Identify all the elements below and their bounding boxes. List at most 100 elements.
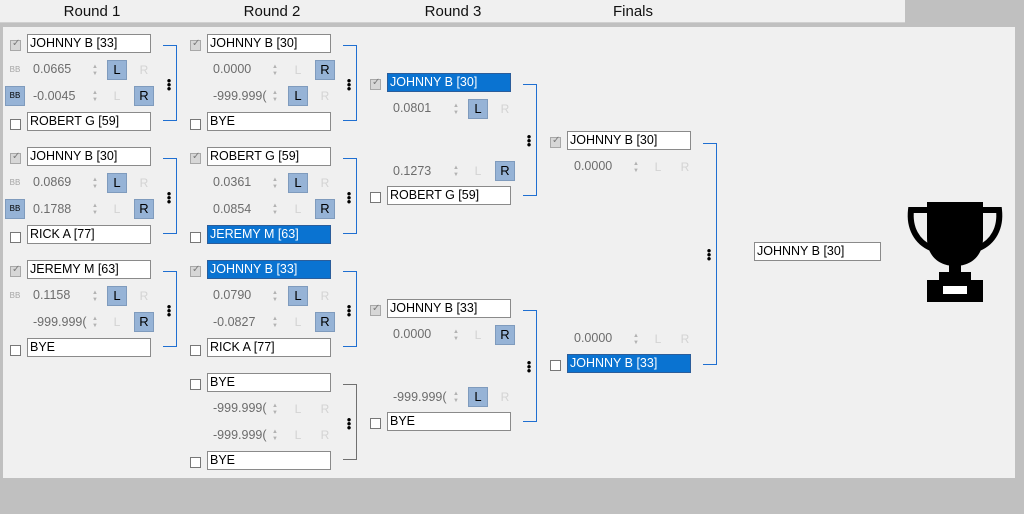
spin-arrows-icon[interactable]: ▲▼ [633,333,639,346]
r3-m1-top-checkbox[interactable] [370,77,381,90]
r1-m3-top-checkbox[interactable] [10,264,21,277]
r3-m2-top-checkbox[interactable] [370,303,381,316]
r2-m3-score-bottom[interactable]: -0.0827 [213,315,256,329]
finals-score-bottom[interactable]: 0.0000 [574,331,613,345]
r2-m3-bottom-player[interactable]: RICK A [77] [207,338,331,357]
r2-m4-score-top[interactable]: -999.999( [213,401,267,415]
finals-score-top[interactable]: 0.0000 [574,159,613,173]
r3-m1-bottom-player[interactable]: ROBERT G [59] [387,186,511,205]
r3-m2-right-button[interactable]: R [495,325,515,345]
r1-m2-score-bottom[interactable]: 0.1788 [33,202,72,216]
r2-m3-top-player[interactable]: JOHNNY B [33] [207,260,331,279]
r2-m3-right-button[interactable]: R [315,312,335,332]
r2-m4-bottom-checkbox[interactable] [190,457,201,468]
spin-arrows-icon[interactable]: ▲▼ [272,64,278,77]
r2-m3-top-checkbox[interactable] [190,264,201,277]
spin-arrows-icon[interactable]: ▲▼ [272,429,278,442]
r1-m1-score-bottom[interactable]: -0.0045 [33,89,76,103]
r2-m4-top-player[interactable]: BYE [207,373,331,392]
r1-m1-top-checkbox[interactable] [10,38,21,51]
r1-m1-bottom-checkbox[interactable] [10,119,21,130]
more-vertical-icon[interactable]: ••• [526,129,532,152]
r2-m1-bottom-player[interactable]: BYE [207,112,331,131]
r3-m1-score-bottom[interactable]: 0.1273 [393,164,432,178]
r3-m1-score-top[interactable]: 0.0801 [393,101,432,115]
spin-arrows-icon[interactable]: ▲▼ [272,203,278,216]
r1-m1-bottom-player[interactable]: ROBERT G [59] [27,112,151,131]
r2-m2-score-bottom[interactable]: 0.0854 [213,202,252,216]
r2-m4-bottom-player[interactable]: BYE [207,451,331,470]
r3-m1-top-player[interactable]: JOHNNY B [30] [387,73,511,92]
r2-m3-bottom-checkbox[interactable] [190,345,201,356]
r2-m1-bottom-checkbox[interactable] [190,119,201,130]
spin-arrows-icon[interactable]: ▲▼ [272,177,278,190]
r2-m2-left-button[interactable]: L [288,173,308,193]
r2-m2-bottom-player[interactable]: JEREMY M [63] [207,225,331,244]
spin-arrows-icon[interactable]: ▲▼ [272,403,278,416]
spin-arrows-icon[interactable]: ▲▼ [92,203,98,216]
r1-m3-left-button[interactable]: L [107,286,127,306]
champion-field[interactable]: JOHNNY B [30] [754,242,881,261]
r2-m2-top-checkbox[interactable] [190,151,201,164]
more-vertical-icon[interactable]: ••• [346,73,352,96]
finals-top-checkbox[interactable] [550,135,561,148]
spin-arrows-icon[interactable]: ▲▼ [92,290,98,303]
r2-m1-score-bottom[interactable]: -999.999( [213,89,267,103]
r1-m3-bottom-player[interactable]: BYE [27,338,151,357]
r1-m2-top-checkbox[interactable] [10,151,21,164]
finals-top-player[interactable]: JOHNNY B [30] [567,131,691,150]
r1-m3-bottom-checkbox[interactable] [10,345,21,356]
r3-m1-right-button[interactable]: R [495,161,515,181]
spin-arrows-icon[interactable]: ▲▼ [272,90,278,103]
finals-bottom-player[interactable]: JOHNNY B [33] [567,354,691,373]
r1-m1-left-button[interactable]: L [107,60,127,80]
spin-arrows-icon[interactable]: ▲▼ [92,177,98,190]
r1-m3-right-button[interactable]: R [134,312,154,332]
r1-m2-left-button[interactable]: L [107,173,127,193]
spin-arrows-icon[interactable]: ▲▼ [453,391,459,404]
r1-m2-bottom-checkbox[interactable] [10,232,21,243]
r2-m4-score-bottom[interactable]: -999.999( [213,428,267,442]
r2-m3-score-top[interactable]: 0.0790 [213,288,252,302]
r2-m2-right-button[interactable]: R [315,199,335,219]
r1-m1-score-top[interactable]: 0.0665 [33,62,72,76]
more-vertical-icon[interactable]: ••• [346,186,352,209]
finals-bottom-checkbox[interactable] [550,360,561,371]
r1-m2-bottom-player[interactable]: RICK A [77] [27,225,151,244]
r1-m2-right-button[interactable]: R [134,199,154,219]
spin-arrows-icon[interactable]: ▲▼ [633,161,639,174]
r1-m2-bb-button[interactable]: BB [5,199,25,219]
r3-m1-left-button[interactable]: L [468,99,488,119]
r2-m2-score-top[interactable]: 0.0361 [213,175,252,189]
spin-arrows-icon[interactable]: ▲▼ [453,165,459,178]
spin-arrows-icon[interactable]: ▲▼ [453,329,459,342]
spin-arrows-icon[interactable]: ▲▼ [92,90,98,103]
r2-m1-top-player[interactable]: JOHNNY B [30] [207,34,331,53]
more-vertical-icon[interactable]: ••• [166,73,172,96]
r1-m1-bb-button[interactable]: BB [5,86,25,106]
more-vertical-icon[interactable]: ••• [706,243,712,266]
r1-m1-top-player[interactable]: JOHNNY B [33] [27,34,151,53]
r2-m2-bottom-checkbox[interactable] [190,232,201,243]
r3-m2-score-top[interactable]: 0.0000 [393,327,432,341]
r2-m4-top-checkbox[interactable] [190,379,201,390]
r3-m1-bottom-checkbox[interactable] [370,192,381,203]
r1-m3-score-top[interactable]: 0.1158 [33,288,71,302]
spin-arrows-icon[interactable]: ▲▼ [92,64,98,77]
more-vertical-icon[interactable]: ••• [166,299,172,322]
more-vertical-icon[interactable]: ••• [526,355,532,378]
r1-m2-score-top[interactable]: 0.0869 [33,175,72,189]
spin-arrows-icon[interactable]: ▲▼ [453,103,459,116]
spin-arrows-icon[interactable]: ▲▼ [92,316,98,329]
r2-m3-left-button[interactable]: L [288,286,308,306]
more-vertical-icon[interactable]: ••• [166,186,172,209]
r2-m1-right-button[interactable]: R [315,60,335,80]
r2-m1-score-top[interactable]: 0.0000 [213,62,252,76]
more-vertical-icon[interactable]: ••• [346,412,352,435]
spin-arrows-icon[interactable]: ▲▼ [272,290,278,303]
r3-m2-top-player[interactable]: JOHNNY B [33] [387,299,511,318]
r1-m1-right-button[interactable]: R [134,86,154,106]
r1-m2-top-player[interactable]: JOHNNY B [30] [27,147,151,166]
r2-m1-left-button[interactable]: L [288,86,308,106]
r2-m1-top-checkbox[interactable] [190,38,201,51]
